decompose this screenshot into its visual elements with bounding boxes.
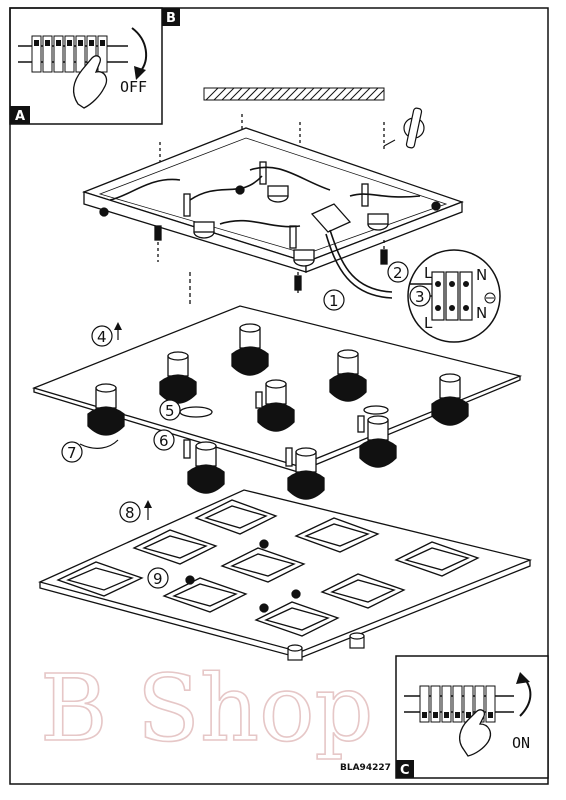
drill-icon <box>384 108 424 149</box>
svg-text:8: 8 <box>125 504 135 522</box>
terminal-l-top: L <box>424 264 433 282</box>
frame-plate <box>40 490 530 658</box>
panel-c-label: C <box>400 763 410 778</box>
switch-on-panel: C ON <box>396 656 548 778</box>
terminal-n-bottom: N <box>476 304 487 322</box>
svg-text:4: 4 <box>97 328 107 346</box>
switch-off-panel: A B OFF <box>10 8 180 124</box>
callout-2: 2 <box>388 262 408 282</box>
callout-9: 9 <box>148 568 168 588</box>
off-label: OFF <box>120 78 147 96</box>
model-code: BLA94227 <box>340 763 391 773</box>
callout-5: 5 <box>160 400 180 420</box>
watermark-text: B Shop <box>40 655 373 762</box>
svg-text:1: 1 <box>329 292 339 310</box>
terminal-n-top: N <box>476 266 487 284</box>
svg-text:2: 2 <box>393 264 403 282</box>
callout-4: 4 <box>92 322 122 346</box>
on-label: ON <box>512 734 530 752</box>
panel-b-label: B <box>166 11 176 26</box>
panel-a-label: A <box>15 109 25 124</box>
svg-text:9: 9 <box>153 570 163 588</box>
terminal-l-bottom: L <box>424 314 433 332</box>
svg-text:3: 3 <box>415 288 425 306</box>
callout-7: 7 <box>62 440 118 462</box>
callout-1: 1 <box>324 290 344 310</box>
callout-6: 6 <box>154 430 174 450</box>
svg-text:6: 6 <box>159 432 169 450</box>
callout-3: 3 <box>410 286 430 306</box>
callout-8: 8 <box>120 500 152 522</box>
svg-text:7: 7 <box>67 444 77 462</box>
ceiling-hatch <box>204 88 384 100</box>
svg-text:5: 5 <box>165 402 175 420</box>
